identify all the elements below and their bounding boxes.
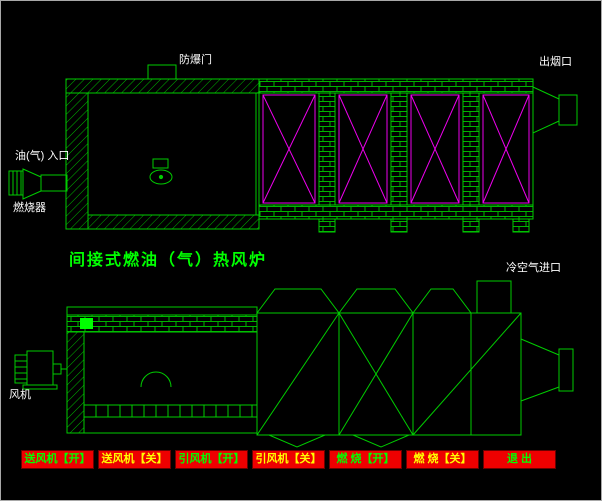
heat-exchanger	[256, 280, 574, 448]
support-leg	[512, 218, 530, 233]
brick-column	[390, 92, 408, 206]
explosion-door	[147, 64, 177, 80]
roof-prism	[412, 288, 472, 314]
burner-assembly	[8, 168, 68, 200]
fan-label: 风机	[9, 387, 31, 401]
cross-panel	[410, 94, 460, 204]
status-indicator	[80, 318, 93, 329]
support-leg	[390, 218, 408, 233]
bottom-furnace-body	[66, 306, 258, 434]
roof-prism	[338, 288, 414, 314]
cross-panel	[262, 94, 316, 204]
drawing-labels: 防爆门 出烟口 油(气) 入口 燃烧器 间接式燃油（气）热风炉 冷空气进口 风机	[9, 52, 572, 401]
cold-air-duct	[520, 338, 574, 402]
flame-eye	[149, 169, 173, 185]
top-flue-section	[258, 78, 534, 233]
support-leg	[318, 218, 336, 233]
cross-panel	[338, 94, 388, 204]
exit-button[interactable]: 退 出	[483, 450, 556, 469]
roof-prism	[256, 288, 340, 314]
bottom-view-drawing	[14, 280, 574, 448]
smoke-outlet-duct	[532, 86, 578, 134]
drawing-title: 间接式燃油（气）热风炉	[69, 250, 267, 269]
cold-air-inlet-label: 冷空气进口	[506, 260, 561, 274]
tube-cross-panels	[262, 94, 530, 204]
supply-fan-on-button[interactable]: 送风机【开】	[21, 450, 94, 469]
brick-column	[462, 92, 480, 206]
fan-motor	[14, 350, 67, 390]
burner-label: 燃烧器	[13, 200, 46, 214]
ash-hopper	[268, 434, 326, 448]
sight-port	[152, 158, 169, 169]
support-leg	[462, 218, 480, 233]
cross-panel	[482, 94, 530, 204]
combustion-off-button[interactable]: 燃 烧【关】	[406, 450, 479, 469]
oil-gas-inlet-label: 油(气) 入口	[15, 148, 69, 162]
explosion-door-label: 防爆门	[179, 52, 212, 66]
top-view-drawing	[8, 64, 578, 233]
brick-column	[318, 92, 336, 206]
induced-fan-off-button[interactable]: 引风机【关】	[252, 450, 325, 469]
chimney	[476, 280, 512, 314]
ash-hopper	[352, 434, 410, 448]
supply-fan-off-button[interactable]: 送风机【关】	[98, 450, 171, 469]
top-furnace-body	[65, 78, 260, 230]
combustion-on-button[interactable]: 燃 烧【开】	[329, 450, 402, 469]
burner-port-arc	[140, 371, 172, 388]
induced-fan-on-button[interactable]: 引风机【开】	[175, 450, 248, 469]
smoke-outlet-label: 出烟口	[539, 54, 572, 68]
